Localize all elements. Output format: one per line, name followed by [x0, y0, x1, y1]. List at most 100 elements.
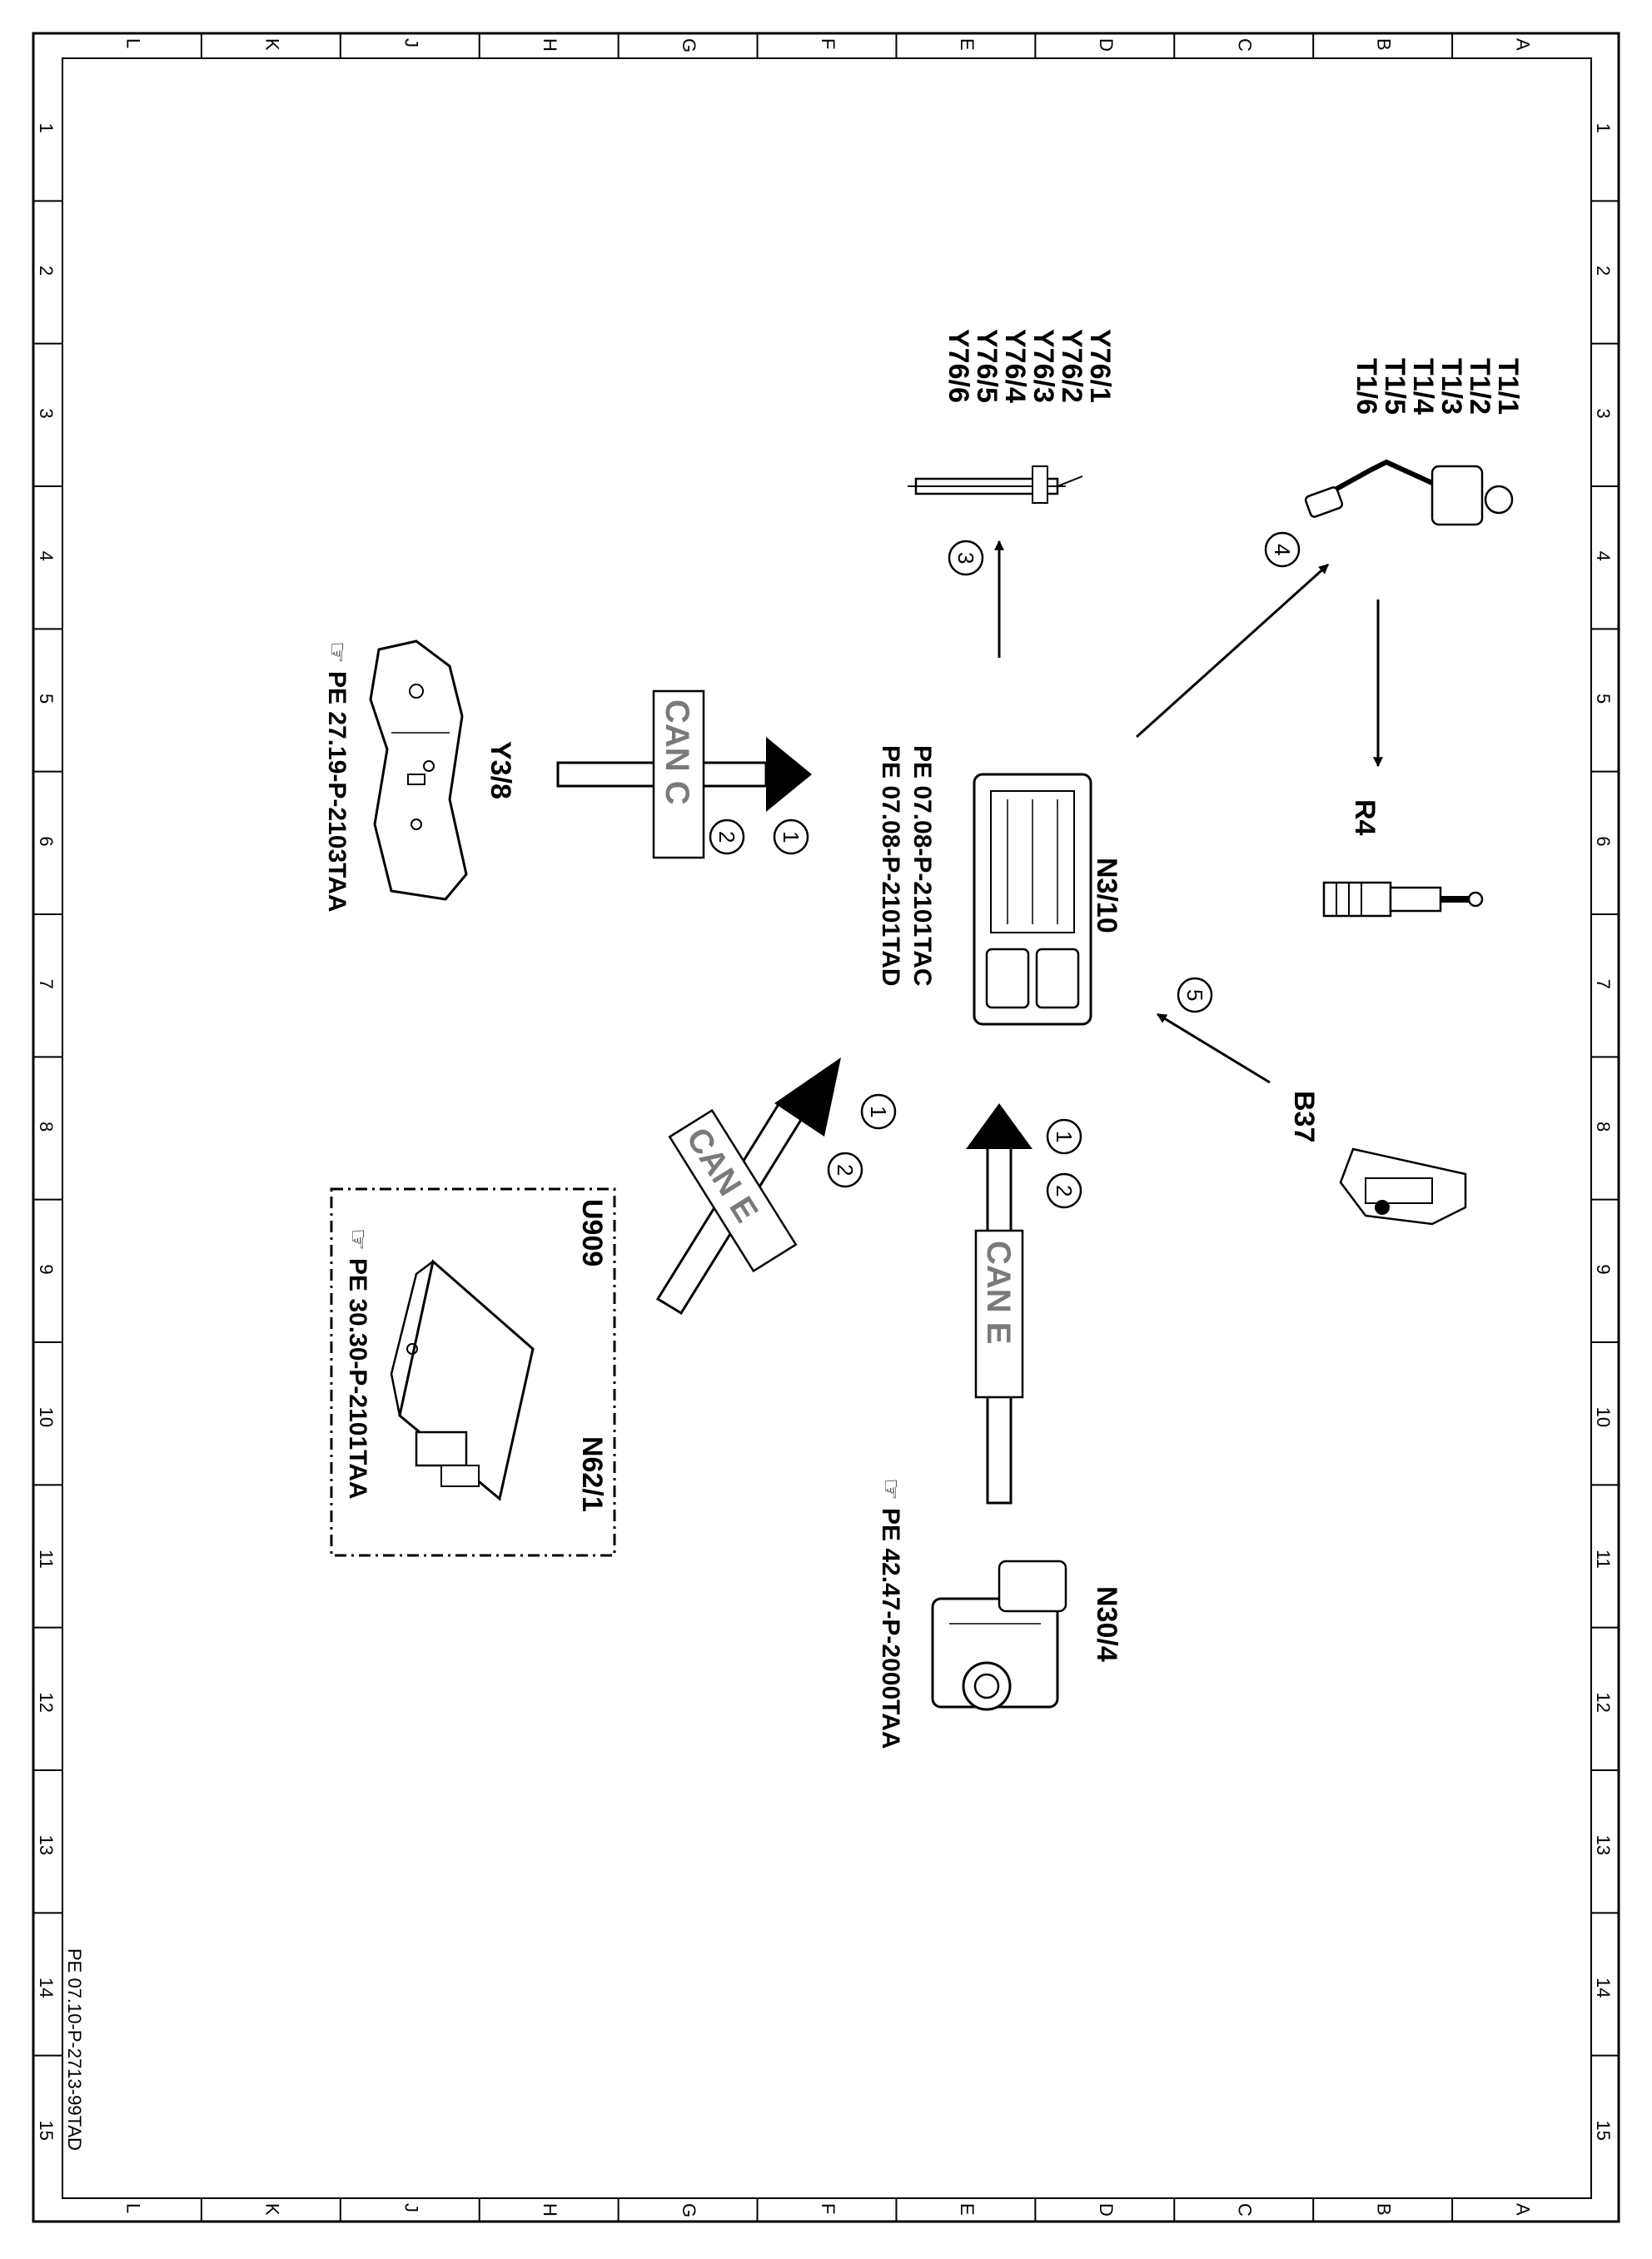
y3-8-ref-group: ☞ PE 27.19-P-2103TAA: [323, 641, 351, 913]
callout-1-can-e-diag: 1: [860, 1093, 897, 1130]
parking-module-n62-1-icon: [390, 1259, 535, 1501]
grid-column-label: B: [1374, 2203, 1395, 2216]
t1-4-label: T1/4: [1407, 358, 1439, 415]
n30-4-label: N30/4: [1091, 1586, 1122, 1662]
y76-4-label: Y76/4: [999, 329, 1031, 403]
y76-6-label: Y76/6: [943, 329, 974, 403]
grid-column-label: K: [261, 38, 282, 51]
r4-label: R4: [1349, 799, 1381, 836]
n62-1-label: N62/1: [576, 1436, 608, 1512]
ignition-coil-t1-icon: [1304, 459, 1514, 526]
spark-plug-r4-icon: [1322, 881, 1484, 918]
grid-column-label: D: [1096, 2203, 1117, 2217]
manual-ref-icon: ☞: [344, 1228, 371, 1251]
svg-text:4: 4: [1270, 544, 1295, 555]
grid-column-label: H: [540, 2203, 560, 2217]
grid-row-label: 14: [36, 1978, 57, 1998]
grid-row-label: 1: [1593, 123, 1614, 133]
can-e-label-vertical: CAN E: [980, 1241, 1017, 1344]
grid-row-label: 12: [1593, 1692, 1614, 1712]
svg-text:5: 5: [1182, 989, 1207, 1001]
grid-column-label: A: [1513, 38, 1534, 51]
n30-4-ref-group: ☞ PE 42.47-P-2000TAA: [877, 1478, 904, 1749]
grid-row-label: 14: [1593, 1978, 1614, 1998]
svg-text:3: 3: [953, 552, 978, 564]
n30-4-ref: PE 42.47-P-2000TAA: [877, 1508, 904, 1749]
y76-5-label: Y76/5: [971, 329, 1003, 403]
signal-lines: [994, 540, 1383, 1084]
document-id: PE 07.10-P-2713-99TAD: [64, 1948, 85, 2151]
grid-row-label: 10: [36, 1407, 57, 1427]
injector-y76-icon: [908, 465, 1083, 504]
inner-border: [62, 57, 1592, 2199]
t1-label-group: T1/1 T1/2 T1/3 T1/4 T1/5 T1/6: [1351, 358, 1524, 415]
grid-row-label: 5: [36, 694, 57, 704]
y76-2-label: Y76/2: [1056, 329, 1087, 403]
grid-column-label: L: [122, 38, 143, 48]
grid-row-label: 11: [36, 1550, 57, 1569]
grid-row-label: 7: [1593, 979, 1614, 989]
t1-3-label: T1/3: [1436, 358, 1467, 415]
grid-column-label: F: [818, 38, 838, 49]
grid-column-label: D: [1096, 38, 1117, 52]
t1-6-label: T1/6: [1351, 358, 1382, 415]
grid-column-label: C: [1235, 2203, 1256, 2217]
callout-4: 4: [1264, 531, 1301, 568]
y76-3-label: Y76/3: [1028, 329, 1059, 403]
grid-column-label: E: [957, 2203, 978, 2216]
n3-10-label: N3/10: [1091, 858, 1122, 933]
grid-column-label: J: [401, 2203, 421, 2212]
grid-column-label: A: [1513, 2203, 1534, 2216]
callout-1-can-c: 1: [773, 819, 809, 855]
esp-module-n30-4-icon: [931, 1560, 1067, 1711]
callout-2-can-c: 2: [709, 819, 745, 855]
grid-row-label: 4: [1593, 551, 1614, 561]
grid-row-label: 13: [1593, 1835, 1614, 1855]
callout-3: 3: [948, 540, 984, 576]
b37-label: B37: [1288, 1091, 1320, 1142]
grid-row-label: 11: [1593, 1550, 1614, 1569]
grid-row-label: 5: [1593, 694, 1614, 704]
grid-column-label: J: [401, 38, 421, 47]
grid-row-label: 8: [36, 1122, 57, 1132]
can-c-bus: CAN C: [556, 689, 812, 859]
grid-column-label: L: [122, 2203, 143, 2213]
grid-column-label: G: [679, 38, 699, 52]
grid-column-label: K: [261, 2203, 282, 2216]
y76-1-label: Y76/1: [1084, 329, 1116, 403]
can-e-bus-diagonal: CAN E: [655, 1057, 841, 1316]
grid-row-label: 1: [36, 123, 57, 133]
t1-1-label: T1/1: [1492, 358, 1524, 415]
n62-1-ref: PE 30.30-P-2101TAA: [344, 1258, 371, 1500]
grid-column-label: B: [1374, 38, 1395, 51]
svg-text:2: 2: [1052, 1185, 1077, 1197]
svg-text:2: 2: [833, 1164, 858, 1176]
grid-column-label: C: [1235, 38, 1256, 52]
pedal-sensor-b37-icon: [1339, 1147, 1467, 1226]
grid-column-label: G: [679, 2203, 699, 2217]
arrow-to-t1: [1135, 563, 1330, 739]
grid-row-label: 12: [36, 1692, 57, 1712]
grid-row-label: 15: [1593, 2120, 1614, 2140]
n62-1-ref-group: ☞ PE 30.30-P-2101TAA: [344, 1228, 371, 1500]
grid-row-label: 7: [36, 979, 57, 989]
outer-border: [32, 32, 1620, 2223]
svg-text:2: 2: [714, 831, 739, 843]
manual-ref-icon: ☞: [323, 641, 351, 664]
grid-column-label: E: [957, 38, 978, 51]
callout-2-can-e-vert: 2: [1046, 1172, 1082, 1209]
callout-5: 5: [1177, 977, 1213, 1013]
grid-row-label: 2: [36, 266, 57, 276]
n3-10-ref-1: PE 07.08-P-2101TAC: [908, 745, 936, 987]
ecu-n3-10-icon: [973, 773, 1092, 1026]
svg-text:1: 1: [1052, 1131, 1077, 1142]
can-e-bus-vertical: CAN E: [966, 1103, 1032, 1505]
n3-10-ref-2: PE 07.08-P-2101TAD: [877, 745, 904, 987]
t1-2-label: T1/2: [1464, 358, 1495, 415]
svg-text:1: 1: [866, 1106, 891, 1117]
t1-5-label: T1/5: [1379, 358, 1411, 415]
grid-row-label: 4: [36, 551, 57, 561]
grid-row-label: 10: [1593, 1407, 1614, 1427]
